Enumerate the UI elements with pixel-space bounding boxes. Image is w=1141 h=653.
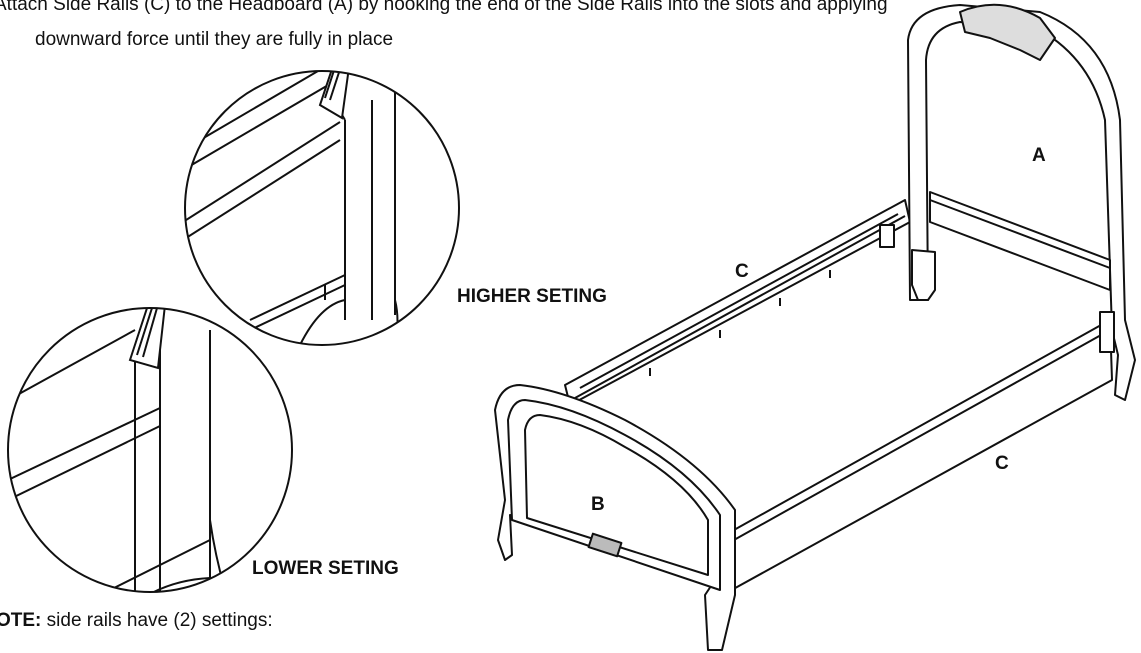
instruction-line-1: Attach Side Rails (C) to the Headboard (… xyxy=(0,0,888,15)
note-text: side rails have (2) settings: xyxy=(41,610,273,631)
footboard-label: B xyxy=(591,494,605,515)
footboard xyxy=(494,384,736,651)
back-rail-label: C xyxy=(735,261,749,282)
instruction-line-2: downward force until they are fully in p… xyxy=(35,29,394,50)
back-side-rail xyxy=(564,199,911,406)
higher-setting-label: HIGHER SETING xyxy=(457,286,607,307)
note: OTE: side rails have (2) settings: xyxy=(0,610,273,632)
headboard-label: A xyxy=(1032,145,1046,166)
higher-setting-detail xyxy=(184,70,460,346)
note-label: OTE: xyxy=(0,610,42,631)
headboard xyxy=(907,3,1136,401)
lower-setting-label: LOWER SETING xyxy=(252,558,399,579)
bed-illustration xyxy=(494,3,1136,651)
front-side-rail xyxy=(724,311,1115,593)
front-rail-label: C xyxy=(995,453,1009,474)
lower-setting-detail xyxy=(7,307,293,593)
